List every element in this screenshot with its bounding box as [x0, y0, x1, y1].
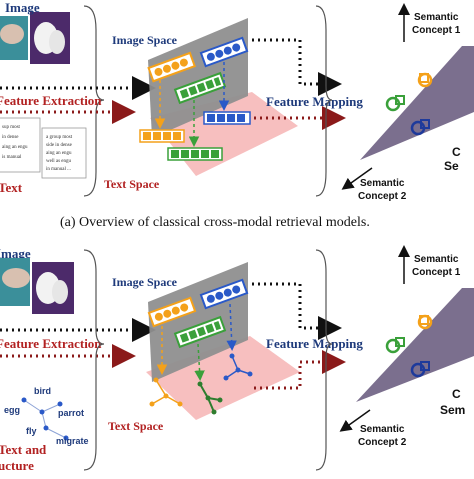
doc-line: a group most [46, 135, 73, 140]
image-label: Image [5, 0, 40, 15]
green-concept-icon [385, 95, 405, 112]
image-label-b: Image [0, 246, 31, 261]
input-image-photos [0, 12, 70, 64]
side-label-b: Sem [440, 403, 465, 417]
left-brace-b [83, 249, 105, 471]
doc-line: side in dense [46, 143, 73, 148]
doc-line: aing an engu [2, 145, 28, 150]
feature-mapping-label-b: Feature Mapping [266, 336, 363, 351]
graph-word: fly [26, 426, 37, 436]
green-graph-text [197, 381, 223, 415]
mapping-arrow-text-b [254, 350, 346, 390]
text-space-label: Text Space [104, 177, 160, 191]
panel-a: Image sup most in dense aing an engu is … [0, 0, 474, 202]
orange-concept-icon [417, 72, 433, 88]
blue-graph-text [223, 353, 253, 381]
text-label: Text [0, 180, 23, 195]
image-space-label: Image Space [112, 33, 178, 47]
input-image-photos-b [0, 258, 74, 314]
orange-graph-text [149, 377, 183, 407]
text-space-label-b: Text Space [108, 419, 164, 433]
orange-vector-text [139, 129, 185, 143]
concept2-axis [341, 167, 373, 190]
doc-line: in dense [2, 135, 19, 140]
text-documents: sup most in dense aing an engu is manual… [0, 117, 87, 179]
semantic-space-triangle-b [356, 288, 474, 402]
green-vector-image-b [173, 315, 227, 349]
doc-line: aing an engu [46, 151, 72, 156]
blue-concept-icon [410, 119, 430, 136]
blue-vector-image-b [199, 278, 249, 310]
graph-word: migrate [56, 436, 89, 446]
feature-mapping-label: Feature Mapping [266, 94, 363, 109]
right-brace [315, 5, 333, 197]
side-label: C [452, 145, 461, 159]
green-concept-icon-b [385, 337, 405, 354]
blue-concept-icon-b [410, 361, 430, 378]
mapping-arrow-image [252, 38, 342, 96]
green-vector-image [173, 71, 227, 105]
right-brace-b [315, 249, 333, 471]
mapping-arrow-image-b [252, 282, 342, 340]
text-label-b2: ucture [0, 458, 34, 473]
graph-word: parrot [58, 408, 84, 418]
caption-a: (a) Overview of classical cross-modal re… [60, 215, 370, 230]
doc-line: well as engu [46, 159, 71, 164]
image-space-label-b: Image Space [112, 275, 178, 289]
feature-extraction-label-b: Feature Extraction [0, 336, 102, 351]
left-brace [83, 5, 105, 197]
orange-vector-image [147, 51, 197, 83]
doc-line: in manual ... [46, 167, 71, 172]
blue-correspondence-b [226, 303, 237, 351]
text-space-plane-b [146, 336, 300, 420]
green-vector-text [167, 147, 223, 161]
concept2-axis-b [339, 409, 371, 432]
side-label-b: C [452, 387, 461, 401]
graph-word: bird [34, 386, 51, 396]
blue-vector-text [203, 111, 251, 125]
blue-vector-image [199, 36, 249, 68]
graph-word: egg [4, 405, 20, 415]
panel-b: Image Feature Extraction bird egg parrot… [0, 245, 474, 473]
doc-line: sup most [2, 125, 21, 130]
doc-line: is manual [2, 155, 22, 160]
orange-vector-image-b [147, 296, 197, 328]
text-label-b: Text and [0, 442, 47, 457]
side-label: Se [444, 159, 459, 173]
concept-graph: bird egg parrot fly migrate [4, 386, 89, 446]
feature-extraction-label: Feature Extraction [0, 93, 102, 108]
semantic-space-triangle [360, 46, 474, 160]
orange-concept-icon-b [417, 314, 433, 330]
